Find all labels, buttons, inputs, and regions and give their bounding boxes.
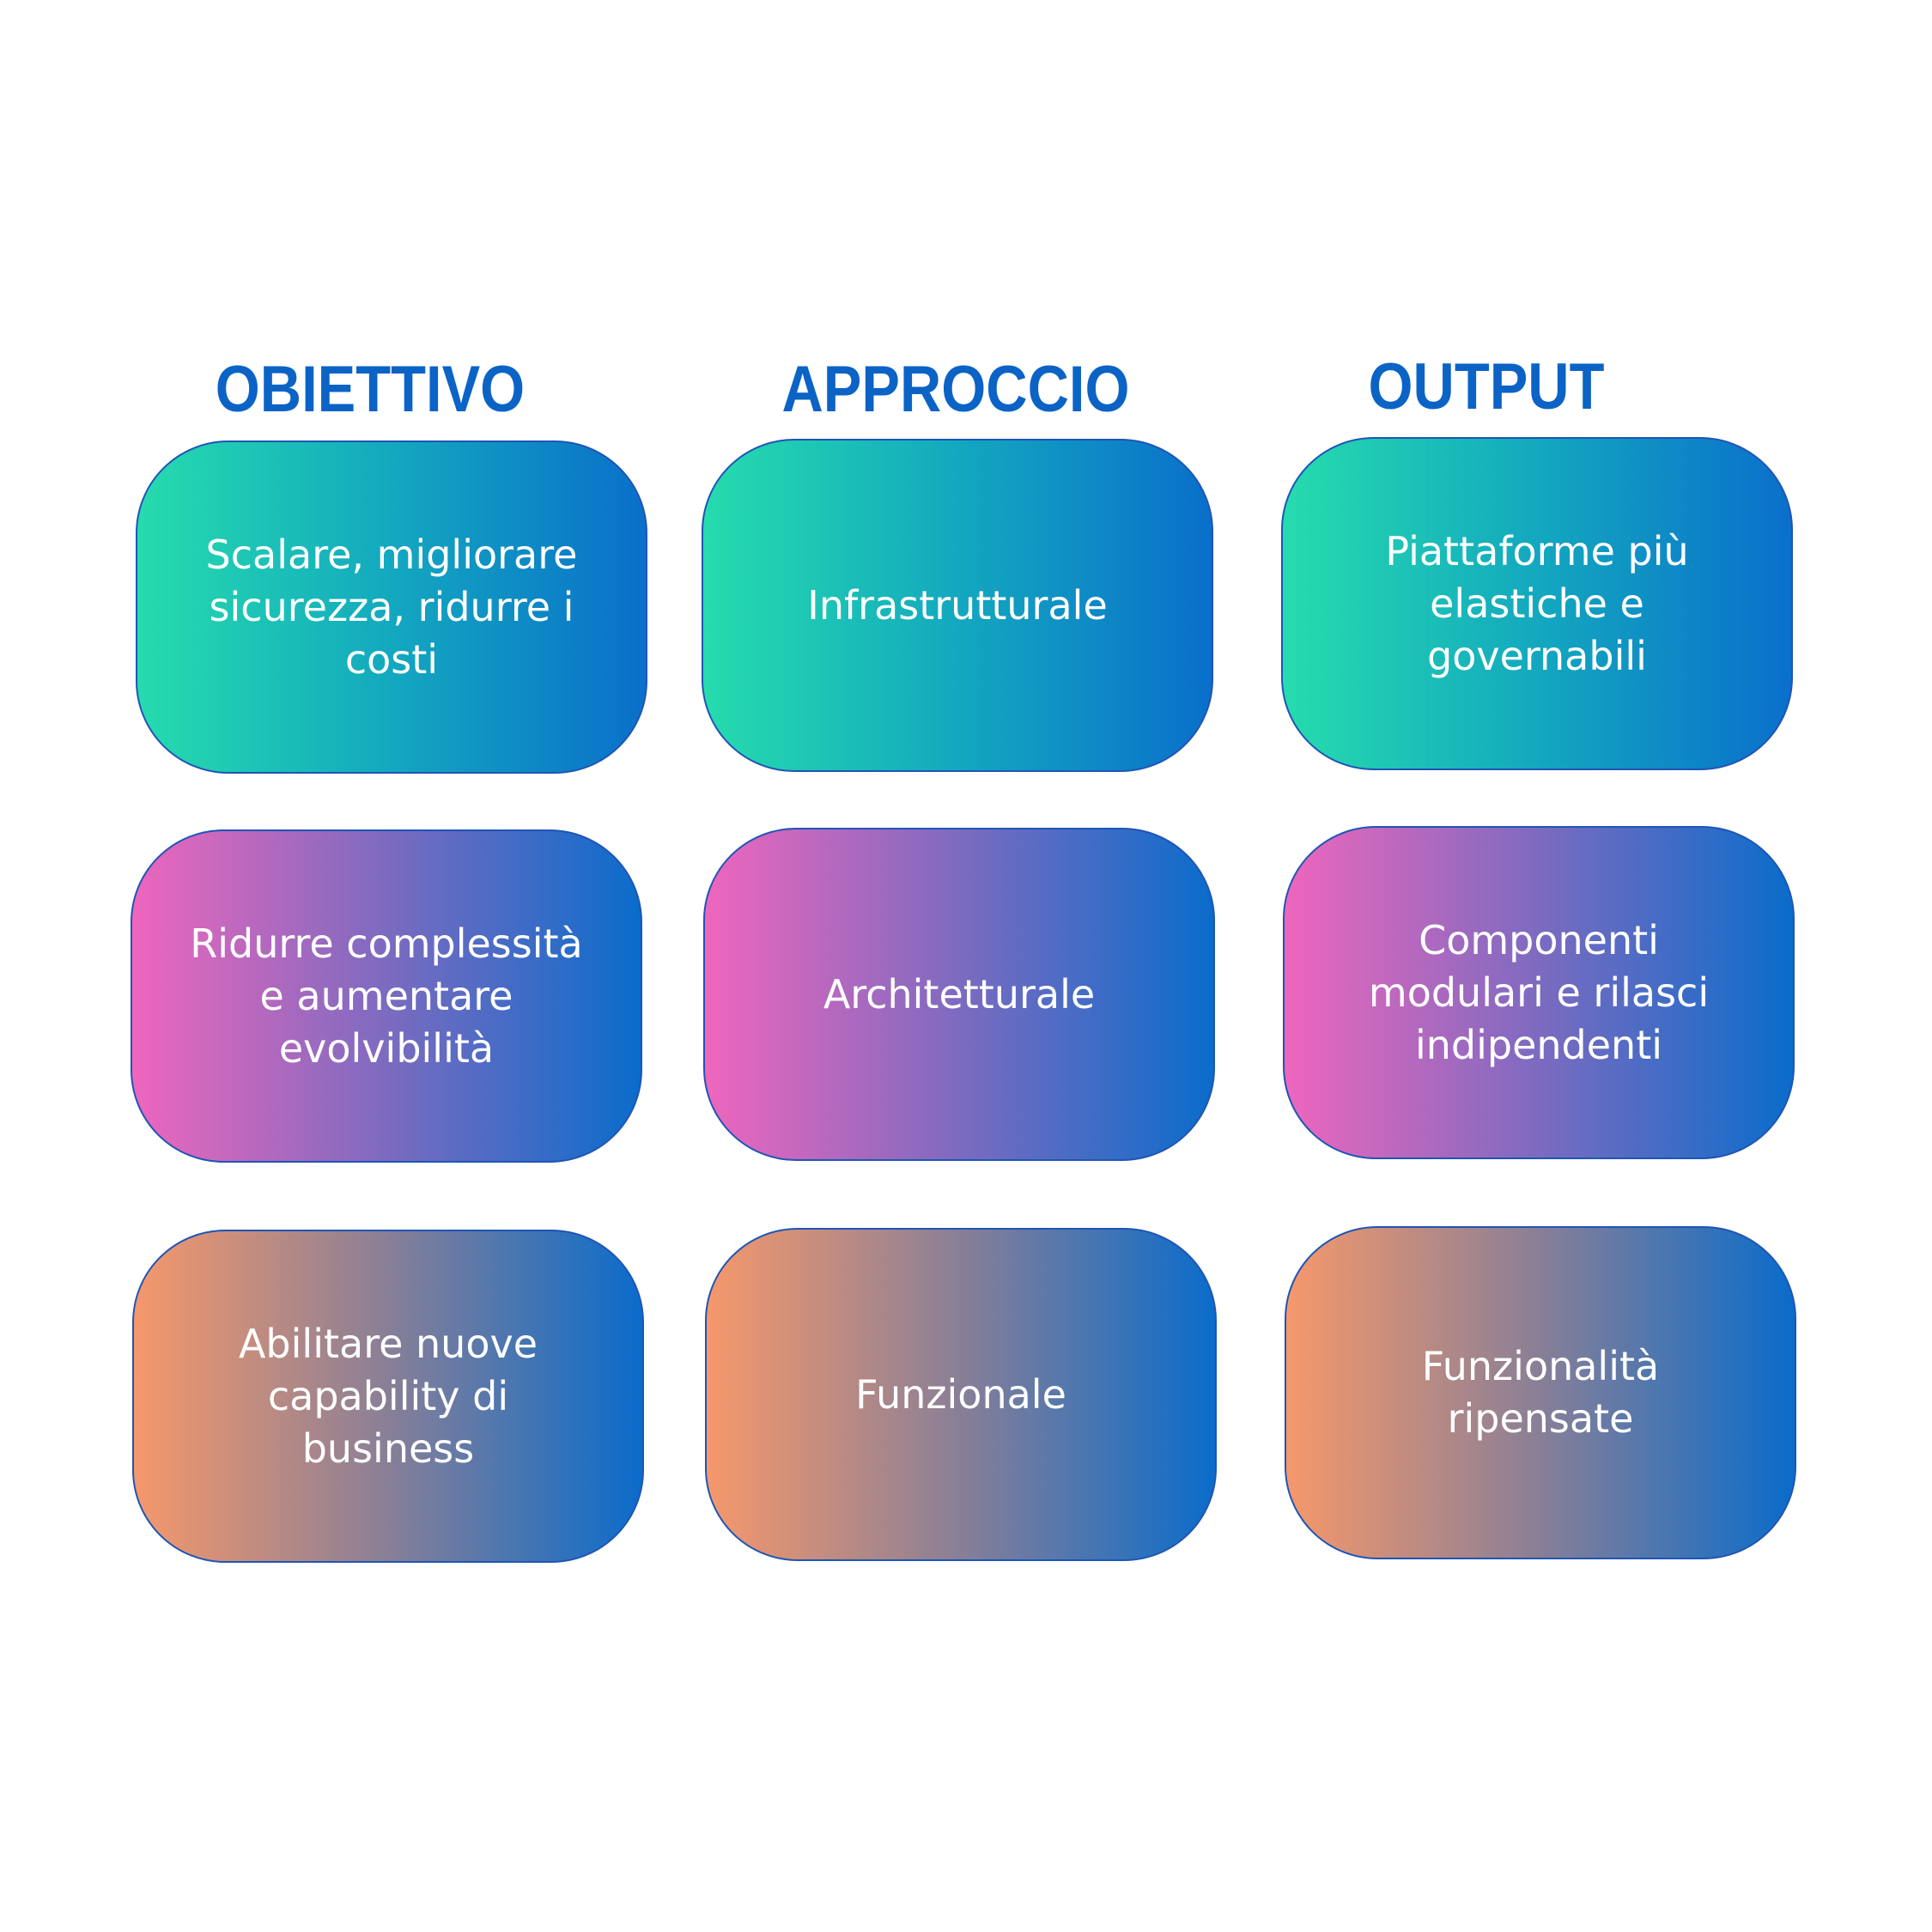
card-approccio-row-1: Infrastrutturale <box>702 439 1213 772</box>
card-obiettivo-row-1: Scalare, migliorare sicurezza, ridurre i… <box>136 440 647 774</box>
column-header-obiettivo: OBIETTIVO <box>215 353 526 426</box>
card-text: Architetturale <box>823 970 1096 1018</box>
card-approccio-row-2: Architetturale <box>703 828 1215 1161</box>
card-obiettivo-row-3: Abilitare nuove capability di business <box>132 1230 644 1563</box>
card-output-row-3: Funzionalità ripensate <box>1285 1226 1796 1559</box>
card-approccio-row-3: Funzionale <box>705 1228 1217 1561</box>
card-text: Componenti modulari e rilasci indipenden… <box>1368 916 1710 1068</box>
card-output-row-1: Piattaforme più elastiche e governabili <box>1281 437 1793 770</box>
card-text: Infrastrutturale <box>807 581 1108 629</box>
card-text: Piattaforme più elastiche e governabili <box>1385 527 1689 679</box>
card-text: Ridurre complessità e aumentare evolvibi… <box>190 920 583 1072</box>
column-header-approccio: APPROCCIO <box>781 353 1130 426</box>
card-text: Funzionale <box>855 1370 1066 1418</box>
card-text: Funzionalità ripensate <box>1421 1343 1660 1442</box>
card-text: Abilitare nuove capability di business <box>238 1320 538 1472</box>
card-text: Scalare, migliorare sicurezza, ridurre i… <box>205 531 578 683</box>
card-obiettivo-row-2: Ridurre complessità e aumentare evolvibi… <box>131 829 642 1163</box>
card-output-row-2: Componenti modulari e rilasci indipenden… <box>1283 826 1795 1159</box>
column-header-output: OUTPUT <box>1368 350 1605 423</box>
